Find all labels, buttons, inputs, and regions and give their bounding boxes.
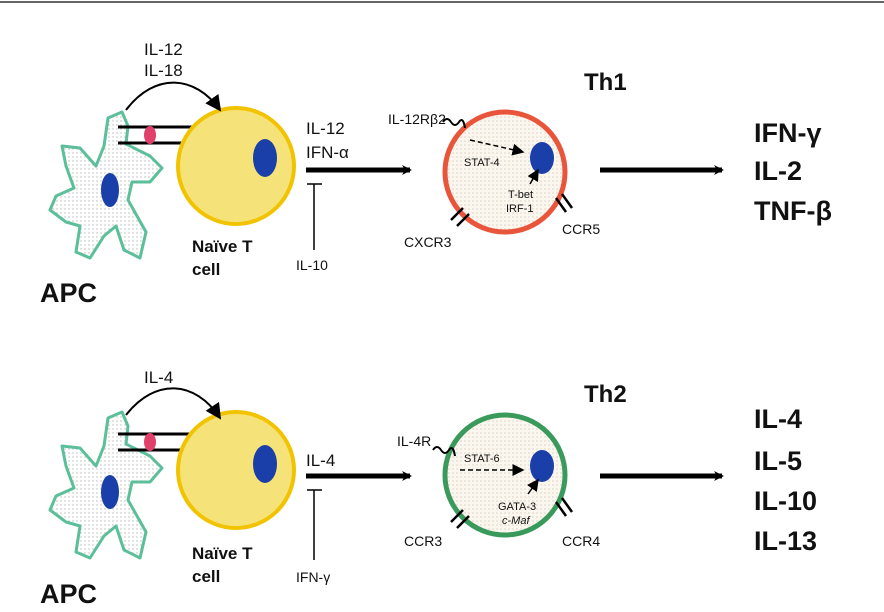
- th1-title: Th1: [584, 69, 627, 96]
- th1-chemokine-left-icon: [450, 207, 470, 227]
- th2-tf-1: GATA-3: [498, 501, 536, 513]
- th1-apc-nucleus: [101, 173, 119, 207]
- th1-tf-arrow: [527, 168, 539, 185]
- th2-synapse-molecule: [144, 433, 156, 451]
- th1-driver-2: IFN-α: [306, 143, 349, 162]
- th1-receptor: IL-12Rβ2: [388, 111, 446, 127]
- th1-synapse-molecule: [144, 126, 156, 144]
- th1-tf-1: T-bet: [508, 189, 533, 201]
- th2-driver-1: IL-4: [306, 451, 335, 470]
- th2-stat: STAT-6: [464, 453, 500, 465]
- th2-naive-label-2: cell: [192, 567, 220, 586]
- th1-cell: [442, 109, 568, 235]
- th2-chemokine-right-icon: [554, 497, 574, 517]
- th2-inhibitor: IFN-γ: [296, 569, 330, 585]
- th2-output-4: IL-13: [754, 526, 817, 556]
- th1-driver-1: IL-12: [306, 119, 345, 138]
- th2-cell: [442, 412, 568, 538]
- th2-receptor-icon: [432, 446, 456, 457]
- th1-output-3: TNF-β: [754, 196, 832, 226]
- th1-naive-label-1: Naïve T: [192, 237, 253, 256]
- th1-naive-nucleus: [253, 139, 277, 177]
- th2-chemokine-left-icon: [450, 509, 470, 529]
- th1-receptor-icon: [442, 118, 466, 129]
- th2-title: Th2: [584, 381, 627, 408]
- th1-stat: STAT-4: [464, 157, 500, 169]
- th1-signal-1: IL-12: [144, 40, 183, 59]
- th1-tf-2: IRF-1: [506, 203, 534, 215]
- th2-naive-t-cell: [176, 410, 296, 530]
- th1-signal-arrow: [125, 81, 222, 112]
- th2-apc-label: APC: [40, 579, 97, 609]
- th2-naive-label-1: Naïve T: [192, 544, 253, 563]
- th1-apc-label: APC: [40, 278, 97, 308]
- th2-signal-arrow: [125, 387, 222, 420]
- th1-chemokine-right-icon: [554, 193, 574, 213]
- th2-naive-nucleus: [253, 445, 277, 483]
- th1-panel: IL-12 IL-18 APC Naïve T cell IL-12 IFN-α…: [40, 40, 832, 308]
- th1-naive-t-cell: [176, 106, 296, 226]
- th2-apc-nucleus: [101, 475, 119, 509]
- th1-output-1: IFN-γ: [754, 118, 822, 148]
- th1-chemokine-left: CXCR3: [404, 234, 452, 250]
- th2-chemokine-left: CCR3: [404, 533, 442, 549]
- th2-receptor: IL-4R: [397, 433, 431, 449]
- th2-tf-2: c-Maf: [502, 515, 530, 527]
- th2-tf-arrow: [527, 478, 539, 495]
- th2-chemokine-right: CCR4: [562, 533, 600, 549]
- th2-output-3: IL-10: [754, 486, 817, 516]
- th2-output-2: IL-5: [754, 446, 802, 476]
- th2-signal-1: IL-4: [144, 368, 173, 387]
- th1-stat-arrow: [469, 139, 525, 156]
- th1-cell-nucleus: [530, 142, 554, 174]
- th1-signal-2: IL-18: [144, 61, 183, 80]
- th1-output-2: IL-2: [754, 156, 802, 186]
- th2-panel: IL-4 APC Naïve T cell IL-4 IFN-γ IL-4R S…: [40, 368, 817, 609]
- th1-chemokine-right: CCR5: [562, 221, 600, 237]
- th1-naive-label-2: cell: [192, 260, 220, 279]
- th2-output-1: IL-4: [754, 404, 802, 434]
- th1-inhibitor: IL-10: [296, 257, 328, 273]
- th2-cell-nucleus: [530, 450, 554, 482]
